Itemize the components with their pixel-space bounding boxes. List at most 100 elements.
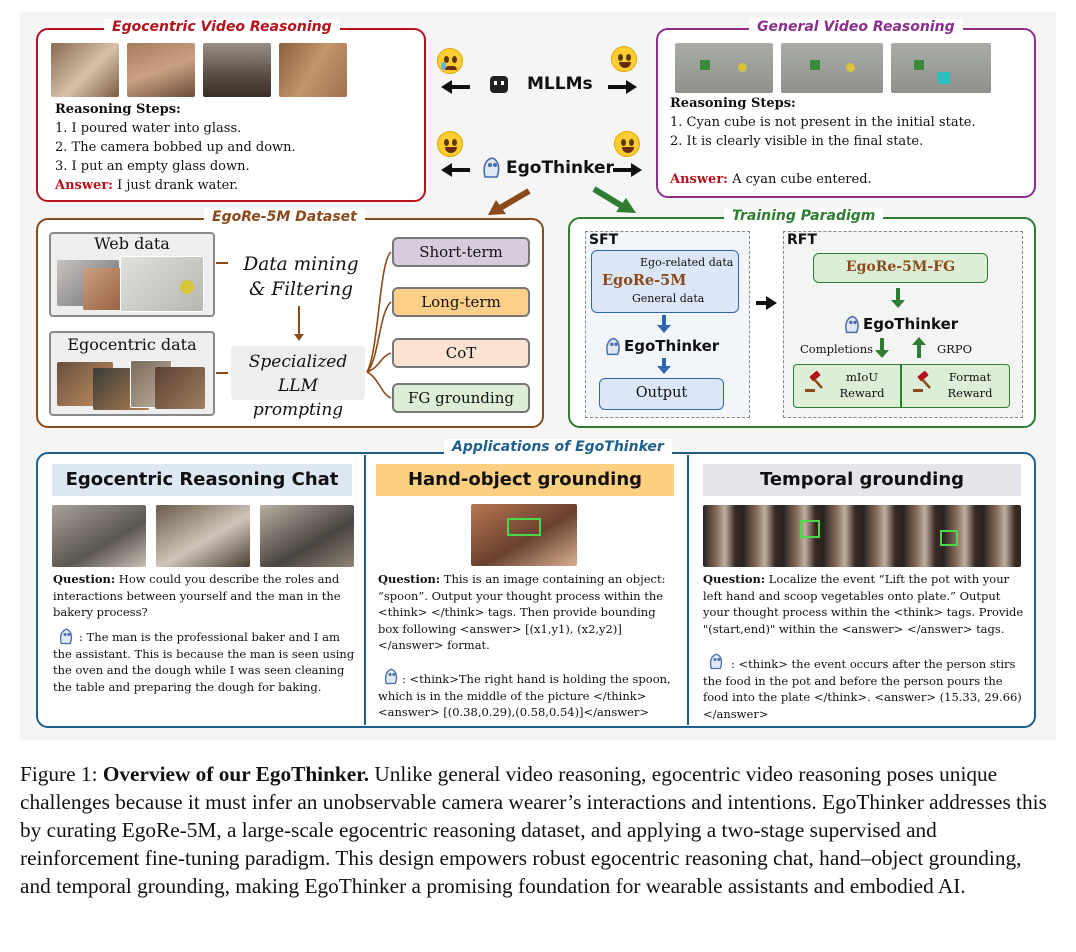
arrow-right-icon [626,80,637,94]
egore-fg-box: EgoRe-5M-FG [813,253,988,283]
answer-text: : <think> the event occurs after the per… [703,657,1022,721]
general-frame-2 [781,43,883,93]
output-box: Output [599,378,724,410]
happy-emoji-icon [437,131,463,157]
cube-object [810,60,820,70]
down-arrow [298,306,300,336]
ego-reasoning-steps: Reasoning Steps: 1. I poured water into … [55,100,415,195]
green-arrow [880,338,884,352]
chat-frame [260,505,354,567]
cube-object [738,63,747,72]
general-frame-1 [675,43,773,93]
general-reasoning-steps: Reasoning Steps: 1. Cyan cube is not pre… [670,94,1030,189]
happy-emoji-icon [611,46,637,72]
column-divider [364,455,366,725]
general-data-label: General data [632,292,705,305]
arrow-right-icon [766,296,777,310]
gavel-icon [805,371,823,392]
question-text: This is an image containing an object: “… [378,572,666,652]
ego-frame-1 [51,43,119,97]
ego-answer: I just drank water. [112,178,239,193]
question-key: Question: [703,572,766,586]
ego-steps-heading: Reasoning Steps: [55,102,181,117]
green-arrow-head [891,300,905,308]
branch-arrows [366,251,392,399]
miou-reward-label: mIoU Reward [834,369,890,401]
egothinker-label: EgoThinker [506,158,614,178]
blue-arrow-head [657,366,671,374]
reward-divider [900,364,902,408]
arrow-left-icon [441,163,452,177]
sft-data-box [591,250,739,313]
blue-arrow [662,315,666,327]
owl-logo-icon [845,315,859,334]
web-thumb-ball [180,280,194,294]
fg-grounding-pill: FG grounding [392,383,530,413]
hand-object-title: Hand-object grounding [376,464,674,496]
gavel-icon [913,371,931,392]
format-line: Format [948,370,992,384]
arrow-shaft [613,168,633,172]
cube-object [914,60,924,70]
arrow-left-icon [441,80,452,94]
happy-emoji-icon [614,131,640,157]
blue-arrow-head [657,325,671,333]
format-line: Reward [947,386,993,400]
green-diagonal-arrow [592,186,636,213]
arrow-shaft [608,85,628,89]
cube-object [700,60,710,70]
chat-frame [156,505,250,567]
ego-frame-2 [127,43,195,97]
arrow-shaft [450,168,470,172]
ego-frame-3 [203,43,271,97]
miou-line: mIoU [845,370,879,384]
long-term-pill: Long-term [392,287,530,317]
connector-arrow [216,262,228,264]
ego-step: 1. I poured water into glass. [55,121,242,136]
owl-logo-icon [483,157,500,178]
answer-text: : The man is the professional baker and … [53,630,355,694]
general-frame-3 [891,43,991,93]
green-arrow-head [875,350,889,358]
temporal-frames [703,505,1021,567]
general-steps-heading: Reasoning Steps: [670,96,796,111]
prompting-box [231,346,365,400]
ego-data-label: Egocentric data [67,335,197,354]
sft-label: SFT [589,232,619,248]
green-arrow [896,288,900,302]
owl-logo-icon [709,653,723,670]
ego-step: 3. I put an empty glass down. [55,159,250,174]
highlight-box [940,530,958,546]
column-divider [687,455,689,725]
miou-line: Reward [839,386,885,400]
caption-label: Figure 1: [20,762,103,786]
brown-diagonal-arrow [488,188,531,215]
general-answer-key: Answer: [670,172,728,187]
mining-line: & Filtering [249,279,353,300]
bounding-box [507,518,541,536]
rft-egothinker-label: EgoThinker [863,315,959,333]
highlight-box [800,520,820,538]
general-answer: A cyan cube entered. [727,172,872,187]
robot-icon [490,76,508,93]
figure-caption: Figure 1: Overview of our EgoThinker. Un… [20,760,1056,900]
ego-step: 2. The camera bobbed up and down. [55,140,296,155]
chat-answer: : The man is the professional baker and … [53,629,357,695]
prompting-line: LLM prompting [252,376,344,420]
completions-label: Completions [800,342,874,356]
hand-object-answer: : <think>The right hand is holding the s… [378,671,678,721]
ego-thumb [155,367,205,409]
hand-object-question: Question: This is an image containing an… [378,571,678,654]
egore-label: EgoRe-5M [602,272,687,289]
mllms-label: MLLMs [527,74,593,94]
chat-frame [52,505,146,567]
owl-logo-icon [384,668,398,685]
blue-arrow [662,358,666,368]
ego-related-label: Ego-related data [640,256,734,269]
dataset-title: EgoRe-5M Dataset [204,209,365,225]
ego-answer-key: Answer: [55,178,113,193]
temporal-grounding-title: Temporal grounding [703,464,1021,496]
temporal-question: Question: Localize the event “Lift the p… [703,571,1025,637]
applications-box [36,452,1036,728]
owl-logo-icon [606,337,620,356]
